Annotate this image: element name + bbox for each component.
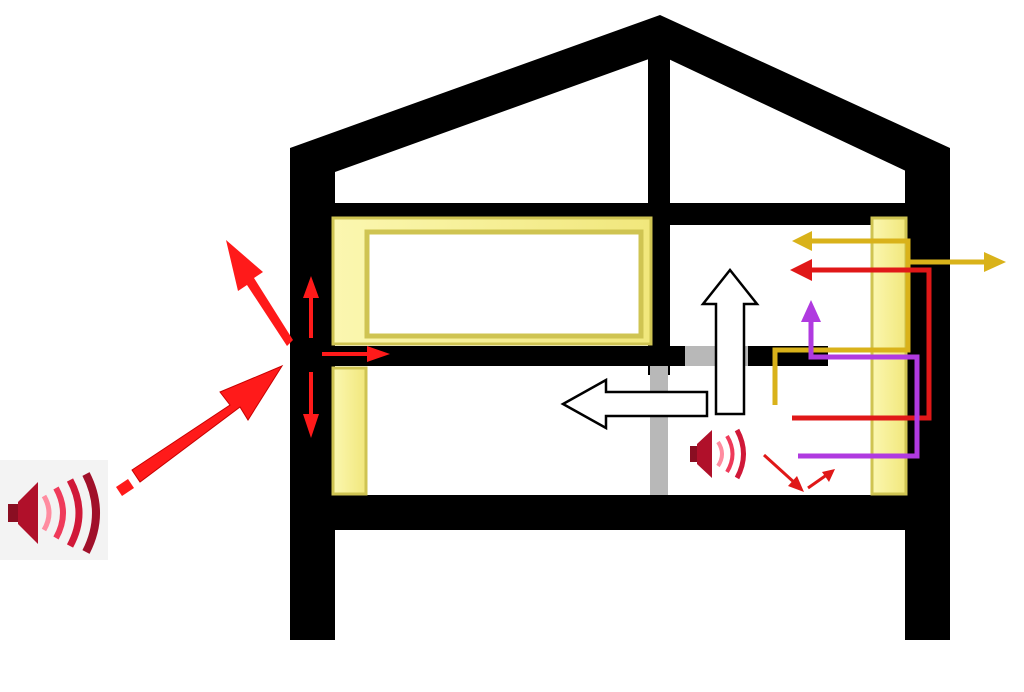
left-wall-insulation-lower xyxy=(331,366,368,496)
wall-vibration-arrows xyxy=(303,276,390,438)
purple-flanking-path xyxy=(798,320,920,459)
yellow-arrow-right-head xyxy=(984,252,1006,272)
yellow-arrow-left-head xyxy=(792,231,812,251)
yellow-flanking-path xyxy=(772,238,911,405)
vibration-arrow-up xyxy=(303,276,319,338)
outline-arrows xyxy=(560,267,760,431)
transmitted-arrow-right xyxy=(322,346,390,362)
red-flanking-path xyxy=(792,267,932,421)
vibration-arrow-down xyxy=(303,372,319,438)
interior-speaker-icon xyxy=(690,428,746,480)
floor-post xyxy=(648,225,670,375)
roof xyxy=(290,15,950,206)
red-arrow-head xyxy=(790,259,812,281)
incident-sound-arrow xyxy=(131,364,284,483)
external-speaker-icon xyxy=(0,460,108,560)
up-outline-arrow xyxy=(700,267,760,416)
flanking-paths xyxy=(772,231,1006,459)
left-outline-arrow xyxy=(560,377,709,431)
external-sound-arrows xyxy=(116,240,390,496)
partition-wall-gray xyxy=(650,366,668,495)
middle-floor-left xyxy=(335,346,685,366)
incident-arrow-tail xyxy=(116,479,134,496)
reflected-sound-arrow xyxy=(226,240,293,346)
purple-arrow-head xyxy=(801,300,821,322)
ground-floor-slab xyxy=(290,495,950,530)
upper-left-panel-window xyxy=(364,229,644,339)
attic-king-post xyxy=(648,55,670,225)
floor-sound-arrows xyxy=(762,453,835,492)
